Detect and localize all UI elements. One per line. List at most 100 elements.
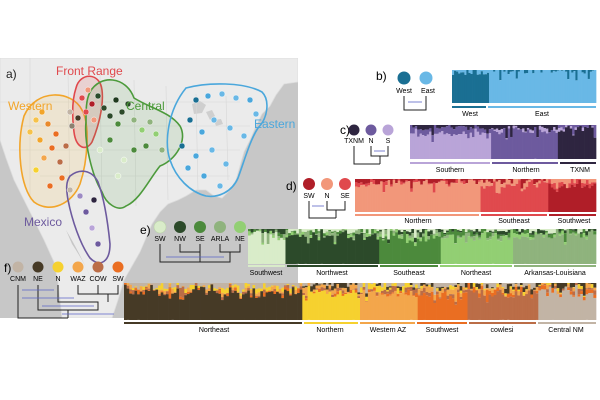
ancestry-segment bbox=[540, 285, 544, 290]
ancestry-segment bbox=[503, 125, 506, 129]
ancestry-segment bbox=[408, 235, 412, 238]
ancestry-segment bbox=[392, 229, 396, 231]
ancestry-segment bbox=[403, 229, 407, 231]
ancestry-segment bbox=[582, 229, 586, 234]
ancestry-segment bbox=[352, 239, 356, 241]
ancestry-segment bbox=[585, 239, 589, 264]
ancestry-segment bbox=[317, 231, 321, 233]
ancestry-segment bbox=[147, 288, 151, 291]
ancestry-segment bbox=[255, 297, 259, 320]
ancestry-segment bbox=[405, 180, 409, 182]
ancestry-segment bbox=[314, 229, 318, 234]
ancestry-segment bbox=[341, 295, 345, 320]
ancestry-segment bbox=[160, 291, 164, 293]
ancestry-segment bbox=[347, 233, 351, 236]
ancestry-segment bbox=[468, 70, 471, 73]
ancestry-segment bbox=[226, 283, 230, 288]
ancestry-segment bbox=[462, 126, 466, 132]
ancestry-segment bbox=[297, 283, 301, 289]
ancestry-segment bbox=[445, 133, 449, 159]
ancestry-segment bbox=[265, 292, 269, 320]
ancestry-segment bbox=[412, 127, 416, 134]
ancestry-segment bbox=[312, 229, 316, 232]
ancestry-segment bbox=[560, 130, 563, 159]
ancestry-segment bbox=[416, 229, 420, 231]
ancestry-segment bbox=[239, 295, 243, 299]
ancestry-segment bbox=[545, 230, 549, 233]
pop-c-n bbox=[365, 124, 377, 136]
ancestry-segment bbox=[546, 283, 550, 286]
ancestry-segment bbox=[585, 229, 589, 232]
ancestry-segment bbox=[197, 287, 201, 291]
ancestry-segment bbox=[591, 127, 594, 159]
ancestry-segment bbox=[377, 183, 381, 185]
ancestry-segment bbox=[588, 287, 592, 290]
ancestry-segment bbox=[412, 283, 416, 288]
ancestry-segment bbox=[244, 283, 248, 288]
ancestry-segment bbox=[582, 297, 586, 301]
ancestry-segment bbox=[236, 292, 240, 320]
ancestry-segment bbox=[385, 185, 388, 212]
ancestry-segment bbox=[539, 229, 543, 231]
ancestry-segment bbox=[500, 128, 504, 133]
pop-e-sw-label: SW bbox=[154, 236, 166, 243]
ancestry-segment bbox=[181, 297, 185, 300]
ancestry-segment bbox=[565, 127, 568, 159]
ancestry-segment bbox=[571, 232, 575, 264]
ancestry-segment bbox=[464, 289, 468, 290]
ancestry-segment bbox=[534, 126, 537, 159]
ancestry-segment bbox=[464, 287, 468, 290]
ancestry-segment bbox=[249, 289, 253, 294]
ancestry-segment bbox=[370, 284, 374, 290]
ancestry-segment bbox=[357, 294, 361, 297]
ancestry-segment bbox=[539, 233, 543, 264]
ancestry-segment bbox=[252, 283, 256, 286]
ancestry-segment bbox=[515, 183, 519, 212]
ancestry-segment bbox=[459, 283, 463, 287]
ancestry-segment bbox=[438, 283, 442, 288]
group-e-southeast: Southeast bbox=[393, 270, 425, 277]
ancestry-segment bbox=[480, 186, 484, 212]
ancestry-segment bbox=[257, 295, 261, 298]
ancestry-segment bbox=[533, 290, 537, 320]
ancestry-segment bbox=[494, 233, 498, 264]
ancestry-segment bbox=[281, 283, 285, 288]
ancestry-segment bbox=[519, 70, 523, 103]
ancestry-segment bbox=[213, 290, 217, 320]
ancestry-segment bbox=[417, 129, 420, 137]
ancestry-segment bbox=[532, 70, 535, 74]
ancestry-segment bbox=[585, 231, 589, 236]
ancestry-segment bbox=[396, 296, 400, 320]
ancestry-segment bbox=[286, 285, 290, 288]
ancestry-segment bbox=[315, 289, 319, 320]
ancestry-segment bbox=[422, 229, 426, 234]
ancestry-segment bbox=[417, 288, 421, 290]
ancestry-segment bbox=[483, 288, 487, 291]
ancestry-segment bbox=[543, 182, 547, 212]
ancestry-segment bbox=[519, 129, 523, 159]
ancestry-segment bbox=[554, 285, 558, 289]
ancestry-segment bbox=[545, 128, 549, 134]
ancestry-segment bbox=[352, 290, 356, 320]
tree-e bbox=[159, 244, 241, 263]
ancestry-segment bbox=[428, 283, 432, 285]
ancestry-segment bbox=[466, 70, 469, 103]
ancestry-segment bbox=[533, 184, 537, 185]
ancestry-segment bbox=[375, 179, 378, 185]
ancestry-segment bbox=[569, 283, 573, 288]
ancestry-segment bbox=[470, 236, 474, 239]
ancestry-segment bbox=[496, 231, 500, 235]
ancestry-segment bbox=[538, 284, 542, 286]
ancestry-segment bbox=[540, 72, 543, 103]
ancestry-segment bbox=[380, 283, 384, 288]
ancestry-segment bbox=[176, 283, 180, 286]
ancestry-segment bbox=[281, 298, 285, 320]
ancestry-segment bbox=[417, 180, 421, 182]
ancestry-segment bbox=[173, 291, 177, 293]
ancestry-segment bbox=[293, 229, 297, 231]
ancestry-segment bbox=[582, 233, 586, 237]
ancestry-segment bbox=[207, 283, 211, 286]
ancestry-segment bbox=[448, 134, 451, 159]
ancestry-segment bbox=[277, 229, 281, 233]
ancestry-segment bbox=[514, 284, 518, 287]
